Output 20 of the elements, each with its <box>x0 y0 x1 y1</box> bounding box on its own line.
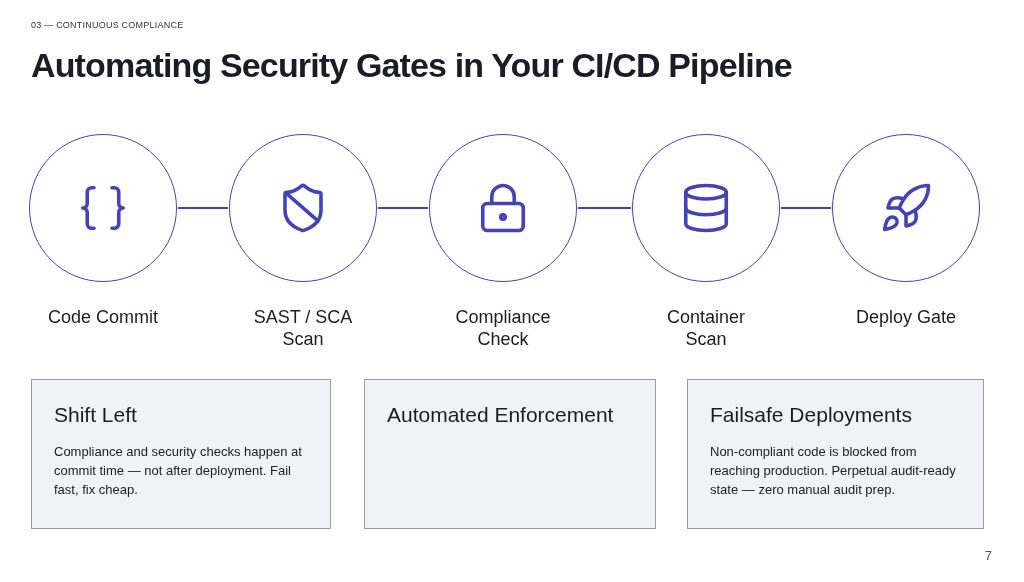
card-text: Non-compliant code is blocked from reaching production. Perpetual audit-ready state — zero manual audit prep. <box>710 443 957 500</box>
connector-line <box>780 207 832 209</box>
step-label: Code Commit <box>48 306 158 328</box>
card-heading: Shift Left <box>54 402 138 428</box>
card-text: Compliance and security checks happen at commit time — not after deployment. Fail fast, fix cheap. <box>54 443 303 500</box>
info-card <box>364 379 656 529</box>
card-heading: Failsafe Deployments <box>710 402 913 428</box>
info-card <box>31 379 331 529</box>
page-number: 7 <box>984 547 992 565</box>
step-label: Container Scan <box>665 306 746 350</box>
info-card <box>687 379 984 529</box>
connector-line <box>377 207 429 209</box>
card-heading: Automated Enforcement <box>387 402 615 428</box>
title: Automating Security Gates in Your CI/CD Pipeline <box>31 45 792 86</box>
connector-line <box>577 207 632 209</box>
section-label: 03 — CONTINUOUS COMPLIANCE <box>31 19 184 32</box>
step-label: SAST / SCA Scan <box>252 306 354 350</box>
step-label: Deploy Gate <box>855 306 957 328</box>
connector-line <box>177 207 229 209</box>
step-label: Compliance Check <box>454 306 552 350</box>
